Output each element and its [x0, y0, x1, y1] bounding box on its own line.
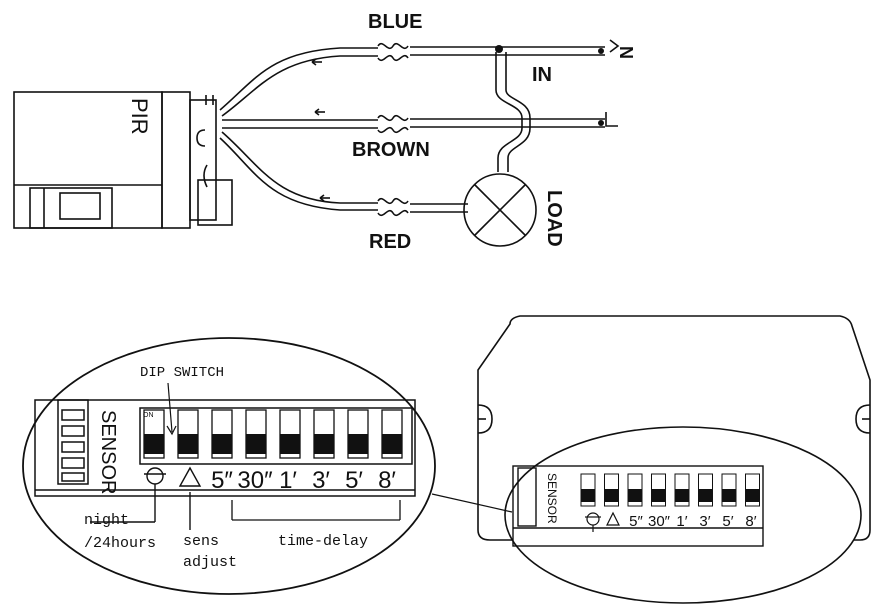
- device-setting-label: 8′: [745, 513, 756, 530]
- dip-setting-label: 1′: [279, 467, 297, 494]
- device-dip-switch: [580, 473, 596, 507]
- device-sensor-label: SENSOR: [545, 473, 559, 524]
- label-blue: BLUE: [368, 11, 422, 33]
- label-pir: PIR: [127, 98, 152, 135]
- device-dip-panel: [512, 465, 764, 547]
- device-setting-label: 5″: [629, 513, 643, 530]
- sun-night-icon: [90, 467, 166, 523]
- device-dip-switch: [745, 473, 760, 507]
- wire-red: [219, 131, 378, 211]
- dip-setting-label: 8′: [378, 467, 396, 494]
- device-zoom-circle: [504, 426, 862, 604]
- dip-setting-label: 3′: [312, 467, 330, 494]
- dip-switch: [143, 409, 165, 459]
- dip-setting-labels: 5″30″1′ 3′ 5′ 8′: [211, 467, 396, 494]
- device-dip-switch: [604, 473, 619, 507]
- time-delay-bracket: [231, 500, 401, 521]
- sens-label-1: sens: [183, 533, 219, 550]
- wire-load-line: [410, 203, 468, 213]
- sun-night-icon: [585, 512, 601, 532]
- dip-switch-label: DIP SWITCH: [140, 365, 224, 381]
- night-label-1: night: [84, 512, 129, 529]
- twisted-connector-icon: [377, 42, 409, 62]
- device-dip-switch: [627, 473, 643, 507]
- device-setting-label: 1′: [676, 513, 687, 530]
- dip-zoom-circle: [22, 337, 436, 595]
- on-label: ON: [143, 412, 154, 419]
- device-dip-switch: [698, 473, 713, 507]
- dip-sensor-label: SENSOR: [97, 410, 119, 494]
- twisted-connector-icon: [377, 114, 409, 134]
- device-housing: [477, 315, 871, 541]
- triangle-sens-icon: [178, 466, 202, 530]
- sens-label-2: adjust: [183, 554, 237, 571]
- label-in: IN: [532, 64, 552, 86]
- device-setting-label: 3′: [699, 513, 710, 530]
- dip-setting-label: 5′: [345, 467, 363, 494]
- dip-switch: [381, 409, 403, 459]
- dip-switch: [347, 409, 369, 459]
- wire-brown: [222, 108, 378, 129]
- delay-label: time-delay: [278, 533, 368, 550]
- zoom-leader-line: [431, 493, 513, 513]
- label-brown: BROWN: [352, 139, 430, 161]
- triangle-sens-icon: [606, 511, 620, 526]
- dip-switches: [143, 409, 403, 459]
- wire-n-line: [410, 46, 605, 56]
- night-label-2: /24hours: [84, 535, 156, 552]
- device-dip-switch: [651, 473, 666, 507]
- dip-switch: [279, 409, 301, 459]
- dip-switch: [313, 409, 335, 459]
- dip-switch: [211, 409, 233, 459]
- dip-switch: [177, 409, 199, 459]
- lamp-cross-icon: [463, 173, 537, 247]
- wire-l-line: [410, 118, 605, 128]
- label-load: LOAD: [543, 190, 565, 247]
- dip-setting-label: 5″: [211, 467, 233, 494]
- device-dip-switch: [721, 473, 737, 507]
- dip-setting-label: 30″: [237, 467, 273, 494]
- device-setting-label: 5′: [722, 513, 733, 530]
- dip-panel: [34, 399, 416, 497]
- dip-switch: [245, 409, 267, 459]
- label-terminal-n: N: [616, 46, 636, 59]
- device-dip-switch: [674, 473, 690, 507]
- wire-blue: [219, 47, 378, 117]
- label-red: RED: [369, 231, 411, 253]
- device-setting-label: 30″: [648, 513, 671, 530]
- device-setting-labels: 5″ 30″ 1′ 3′ 5′ 8′: [629, 513, 757, 530]
- pir-module: [13, 91, 233, 229]
- twisted-connector-icon: [377, 197, 409, 217]
- device-dip-switches: [580, 473, 760, 507]
